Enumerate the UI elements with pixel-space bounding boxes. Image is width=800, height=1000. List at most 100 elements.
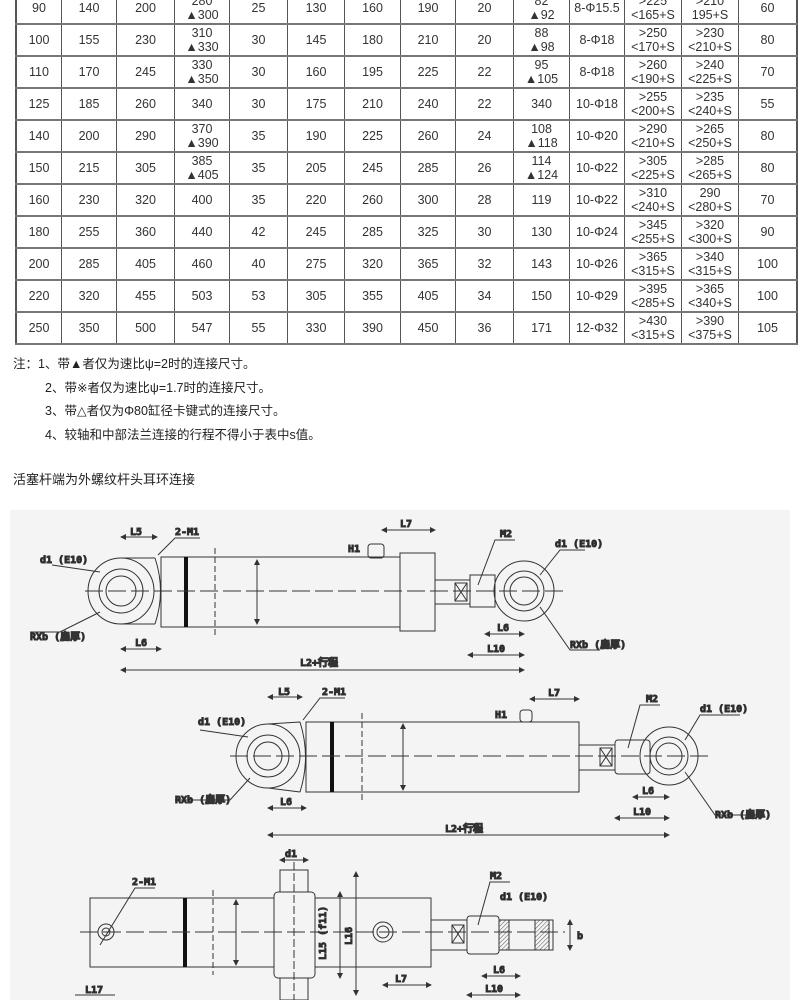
table-cell: 340 xyxy=(174,87,230,121)
table-cell: 155 xyxy=(61,23,117,57)
table-cell: 275 xyxy=(287,247,345,281)
label-L5-2: L5 xyxy=(278,687,290,698)
table-cell: 10-Φ22 xyxy=(569,183,625,217)
table-cell: >235 <240+S xyxy=(681,87,739,121)
table-cell: 24 xyxy=(455,119,514,153)
label-L10-3: L10 xyxy=(485,984,503,995)
table-cell: 8-Φ15.5 xyxy=(569,0,625,25)
table-cell: 10-Φ20 xyxy=(569,119,625,153)
note-2: 2、带※者仅为速比ψ=1.7时的连接尺寸。 xyxy=(45,380,272,395)
table-cell: 245 xyxy=(116,55,175,89)
label-L2-stroke-2: L2+行程 xyxy=(445,822,483,835)
label-L6-2: L6 xyxy=(280,797,292,808)
drawing-1: L5 2-M1 d1 (E10) RXb (扁厚) L6 L2+行程 L7 H1… xyxy=(30,519,627,673)
table-cell: 240 xyxy=(400,87,456,121)
label-H1-2: H1 xyxy=(495,710,507,721)
table-cell: 180 xyxy=(15,215,62,249)
table-cell: 195 xyxy=(344,55,401,89)
table-cell: 160 xyxy=(344,0,401,25)
table-cell: 455 xyxy=(116,279,175,313)
table-cell: 450 xyxy=(400,311,456,345)
table-cell: 260 xyxy=(116,87,175,121)
table-cell: 20 xyxy=(455,23,514,57)
table-cell: 440 xyxy=(174,215,230,249)
table-cell: 12-Φ32 xyxy=(569,311,625,345)
table-cell: 503 xyxy=(174,279,230,313)
table-cell: >365 <315+S xyxy=(624,247,682,281)
table-cell: 260 xyxy=(344,183,401,217)
table-cell: >230 <210+S xyxy=(681,23,739,57)
table-cell: >310 <240+S xyxy=(624,183,682,217)
table-cell: 140 xyxy=(61,0,117,25)
table-cell: >395 <285+S xyxy=(624,279,682,313)
table-cell: 500 xyxy=(116,311,175,345)
label-d1-E10: d1 (E10) xyxy=(40,555,88,566)
table-cell: 205 xyxy=(287,151,345,185)
label-L7: L7 xyxy=(400,519,412,530)
note-4: 4、较轴和中部法兰连接的行程不得小于表中s值。 xyxy=(45,427,321,442)
table-cell: 22 xyxy=(455,55,514,89)
table-cell: 210 xyxy=(400,23,456,57)
table-cell: 95 ▲105 xyxy=(513,55,570,89)
table-cell: 30 xyxy=(455,215,514,249)
table-cell: 80 xyxy=(738,151,798,185)
table-cell: 305 xyxy=(116,151,175,185)
table-cell: 150 xyxy=(15,151,62,185)
table-cell: 225 xyxy=(400,55,456,89)
label-L17: L17 xyxy=(85,985,103,996)
table-cell: 370 ▲390 xyxy=(174,119,230,153)
table-cell: 405 xyxy=(400,279,456,313)
label-L10: L10 xyxy=(487,644,505,655)
notes: 注：1、带▲者仅为速比ψ=2时的连接尺寸。 2、带※者仅为速比ψ=1.7时的连接… xyxy=(13,353,321,447)
table-cell: 25 xyxy=(229,0,288,25)
table-cell: 70 xyxy=(738,55,798,89)
label-L15: L15 (f11) xyxy=(318,906,329,960)
table-cell: 108 ▲118 xyxy=(513,119,570,153)
table-cell: 35 xyxy=(229,183,288,217)
table-cell: >365 <340+S xyxy=(681,279,739,313)
table-cell: 200 xyxy=(15,247,62,281)
drawing-2: L5 2-M1 d1 (E10) RXb (扁厚) L6 L2+行程 L7 H1… xyxy=(175,687,772,838)
table-cell: 170 xyxy=(61,55,117,89)
table-cell: 10-Φ22 xyxy=(569,151,625,185)
table-cell: 290 xyxy=(116,119,175,153)
note-3: 3、带△者仅为Φ80缸径卡键式的连接尺寸。 xyxy=(45,404,286,418)
table-cell: >305 <225+S xyxy=(624,151,682,185)
table-cell: 60 xyxy=(738,0,798,25)
table-cell: >430 <315+S xyxy=(624,311,682,345)
label-L7-2: L7 xyxy=(548,688,560,699)
label-L6-3: L6 xyxy=(493,965,505,976)
label-M2-3: M2 xyxy=(490,871,502,882)
table-cell: 220 xyxy=(15,279,62,313)
table-cell: 8-Φ18 xyxy=(569,23,625,57)
table-cell: 70 xyxy=(738,183,798,217)
table-cell: 110 xyxy=(15,55,62,89)
table-cell: 230 xyxy=(116,23,175,57)
label-L6: L6 xyxy=(135,638,147,649)
table-cell: 100 xyxy=(15,23,62,57)
label-d1-E10-right: d1 (E10) xyxy=(555,539,603,550)
table-cell: 160 xyxy=(287,55,345,89)
table-cell: 55 xyxy=(229,311,288,345)
drawing-3: 2-M1 d1 L15 (f11) L16 L7 M2 d1 (E10) L6 … xyxy=(75,849,584,1000)
label-b: b xyxy=(577,931,583,942)
table-cell: >390 <375+S xyxy=(681,311,739,345)
table-cell: >225 <165+S xyxy=(624,0,682,25)
label-M2-2: M2 xyxy=(646,694,658,705)
table-cell: 160 xyxy=(15,183,62,217)
table-cell: 285 xyxy=(61,247,117,281)
table-cell: >285 <265+S xyxy=(681,151,739,185)
label-RXb-2: RXb (扁厚) xyxy=(175,793,231,806)
table-cell: 114 ▲124 xyxy=(513,151,570,185)
label-L2-stroke: L2+行程 xyxy=(300,656,338,669)
label-L5: L5 xyxy=(130,527,142,538)
table-cell: 365 xyxy=(400,247,456,281)
label-L6-right: L6 xyxy=(497,623,509,634)
cylinder-body xyxy=(160,556,401,628)
